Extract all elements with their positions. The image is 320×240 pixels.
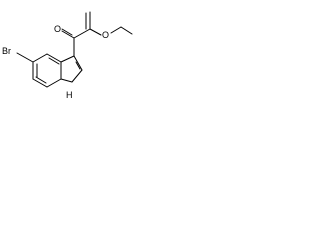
chemical-structure-canvas: Br O O H [0, 0, 135, 102]
bond [32, 78, 48, 88]
bromo-bond [16, 52, 34, 63]
bond [89, 28, 102, 36]
bond [46, 53, 62, 63]
bond [71, 69, 83, 83]
bromine-label: Br [2, 46, 11, 56]
bond [75, 61, 81, 70]
molecule-diagram: Br O O H [2, 11, 133, 100]
glyoxylate-chain [61, 11, 133, 57]
nitrogen-h-label: H [66, 90, 73, 100]
ester-oxygen-label: O [102, 30, 109, 40]
bond [60, 55, 75, 63]
bond [48, 57, 60, 65]
bond [46, 78, 62, 88]
bond [120, 26, 133, 35]
bond [61, 30, 75, 39]
ketone-oxygen-label: O [54, 24, 61, 34]
bond [73, 55, 83, 71]
bond [32, 53, 48, 63]
bond [110, 26, 122, 34]
bond [60, 78, 73, 83]
bond [73, 28, 91, 39]
bond [35, 76, 47, 84]
pyrrole-ring [60, 55, 83, 83]
benzene-ring [32, 53, 62, 88]
bond [61, 28, 73, 36]
